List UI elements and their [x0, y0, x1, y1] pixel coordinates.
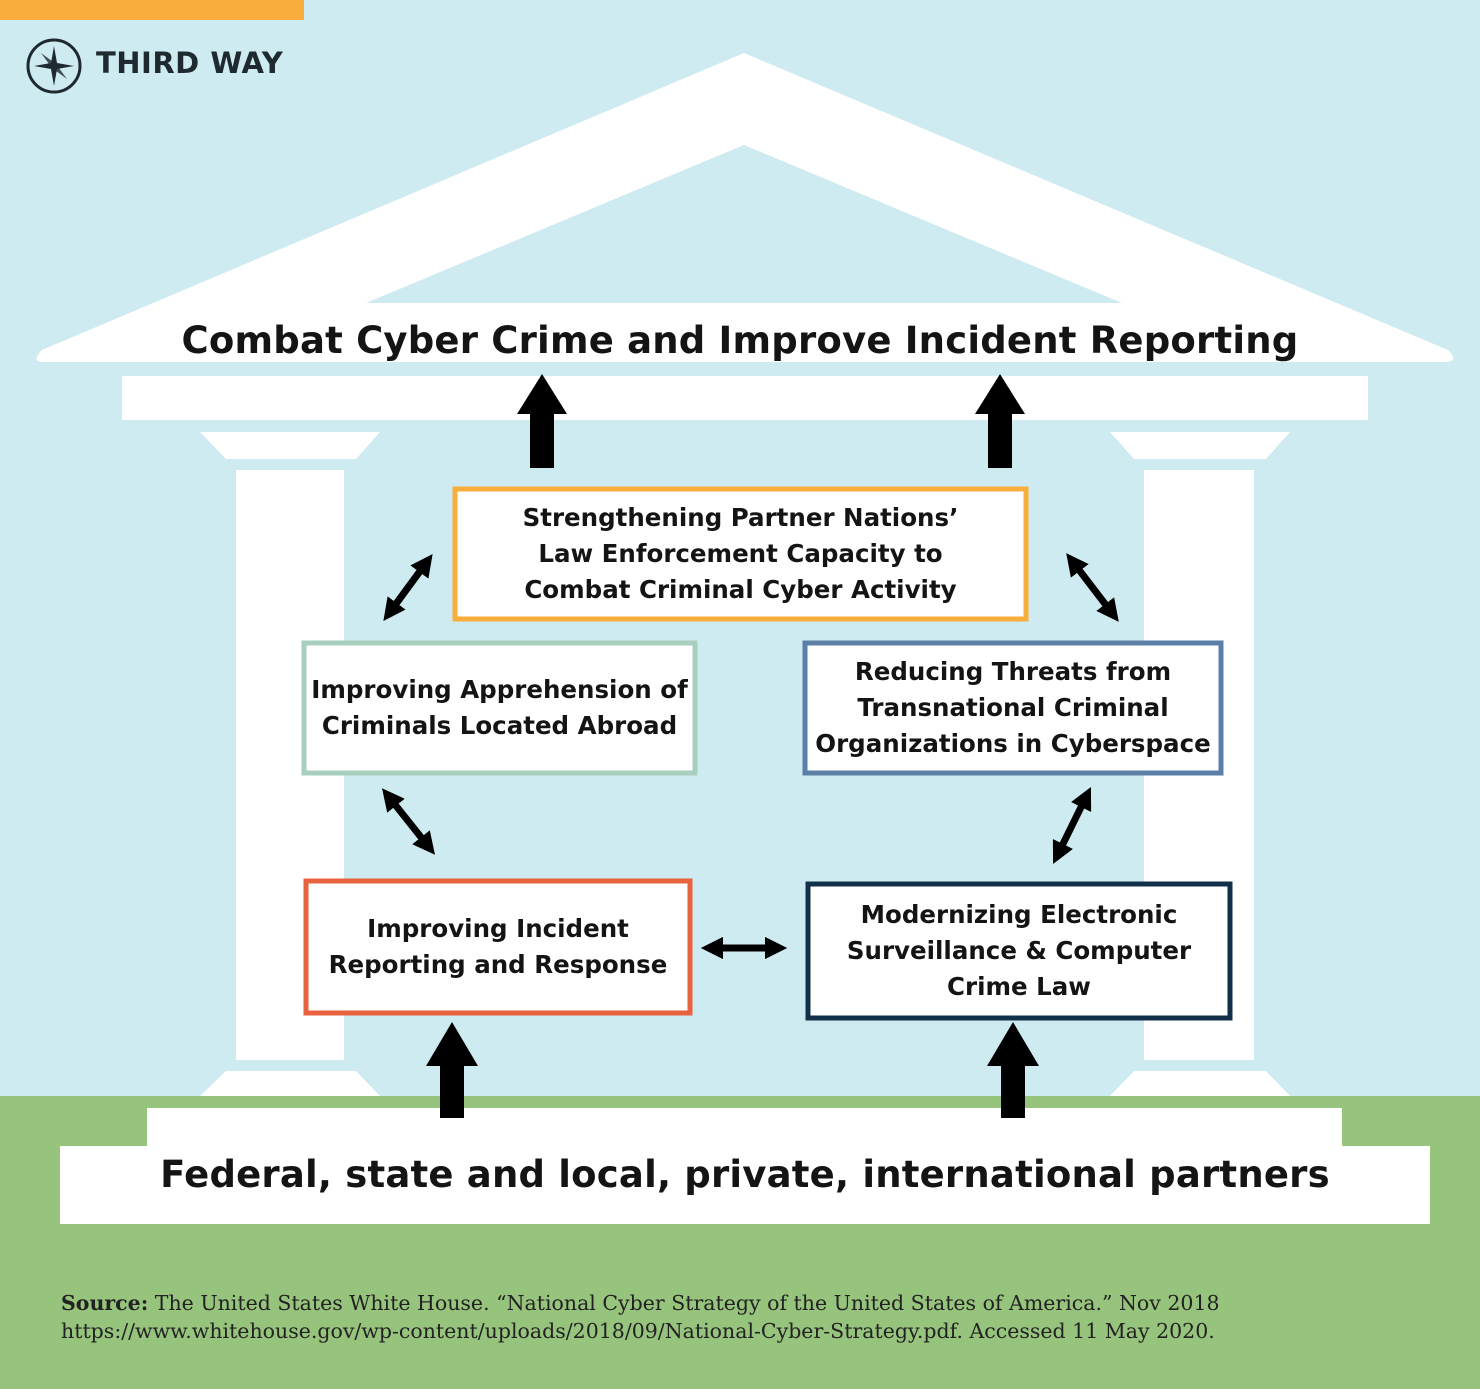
box-apprehension [301, 640, 698, 776]
box-transnational-text: Reducing Threats from Transnational Crim… [815, 657, 1211, 758]
up-arrow-right-bottom [987, 1022, 1039, 1118]
up-arrow-left-bottom [426, 1022, 478, 1118]
brand-name: THIRD WAY [96, 46, 284, 80]
double-arrow-apprehension-partner [383, 553, 433, 622]
temple-entablature [122, 376, 1368, 420]
source-line-1: Source: The United States White House. “… [61, 1289, 1441, 1317]
box-partner-nations-text: Strengthening Partner Nations’ Law Enfor… [522, 503, 959, 604]
source-label: Source: [61, 1291, 149, 1315]
box-partner-nations [452, 486, 1029, 622]
box-apprehension-text: Improving Apprehension of Criminals Loca… [311, 675, 688, 740]
base-title: Federal, state and local, private, inter… [160, 1152, 1330, 1196]
left-column-capital [200, 432, 380, 459]
temple-base-lower-step [60, 1146, 1430, 1224]
double-arrow-apprehension-incident [382, 788, 435, 855]
box-incident-reporting [303, 878, 693, 1016]
up-arrow-right-top [975, 374, 1025, 468]
double-arrow-partner-transnational [1066, 553, 1119, 622]
accent-bar [0, 0, 304, 20]
right-column-base [1110, 1071, 1290, 1096]
roof-title: Combat Cyber Crime and Improve Incident … [181, 318, 1299, 362]
left-column-base [200, 1071, 380, 1096]
roof-pediment-inner [366, 145, 1122, 303]
box-transnational [802, 640, 1224, 776]
source-line-2: https://www.whitehouse.gov/wp-content/up… [61, 1319, 1215, 1343]
box-incident-reporting-text: Improving Incident Reporting and Respons… [328, 914, 668, 979]
temple-base-upper-step [147, 1108, 1342, 1148]
box-surveillance [805, 881, 1233, 1021]
box-surveillance-text: Modernizing Electronic Surveillance & Co… [846, 900, 1192, 1001]
source-citation: Source: The United States White House. “… [61, 1289, 1441, 1345]
right-column-capital [1110, 432, 1290, 459]
double-arrow-transnational-surveillance [1052, 786, 1092, 865]
source-text: The United States White House. “National… [148, 1291, 1220, 1315]
up-arrow-left-top [517, 374, 567, 468]
compass-logo-icon [26, 38, 82, 94]
